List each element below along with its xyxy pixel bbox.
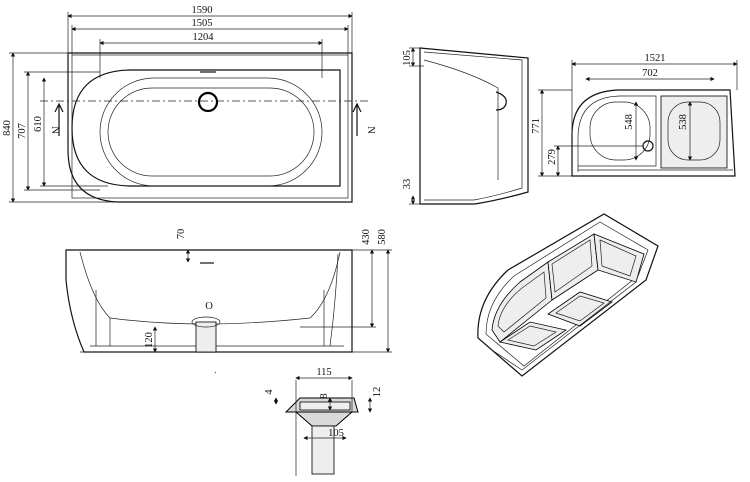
iso-frame-center-inner	[551, 239, 593, 293]
dim-548: 548	[624, 114, 635, 130]
side-shell-curve	[423, 59, 499, 180]
dim-8: 8	[319, 393, 330, 398]
side-outer-outline	[419, 47, 529, 205]
top-view: 1590 1505 1204 840 707 610 N N	[2, 5, 376, 203]
dim-1521: 1521	[645, 53, 666, 64]
plan2-left-frame	[577, 95, 657, 172]
dim-1590: 1590	[192, 5, 213, 16]
side-overflow	[495, 91, 507, 111]
iso-frame-right-inner	[599, 239, 637, 277]
isometric-view	[477, 213, 659, 377]
tub-rim	[71, 54, 349, 199]
dim-610: 610	[33, 116, 44, 132]
dim-105-side: 105	[402, 50, 413, 66]
dim-771: 771	[531, 118, 542, 134]
tub-outer-outline	[67, 52, 353, 203]
dim-580: 580	[377, 229, 388, 245]
iso-panel-bottom-left	[498, 321, 568, 351]
dim-1204: 1204	[193, 32, 215, 43]
front-drain-top	[191, 316, 221, 328]
section-arrow-right-icon	[352, 102, 362, 136]
side-inner-outline	[423, 51, 523, 201]
iso-panel-bottom-left-inner	[507, 325, 557, 347]
stray-mark	[214, 371, 217, 374]
front-supports	[95, 253, 339, 347]
dim-702: 702	[642, 68, 658, 79]
dim-105-detail: 105	[328, 428, 344, 439]
iso-base-edge	[491, 281, 637, 371]
section-arrow-left-icon	[54, 102, 64, 136]
iso-frame-left-inner	[497, 271, 547, 333]
dim-1505: 1505	[192, 18, 213, 29]
drain-icon	[197, 91, 219, 113]
section-marker-right: N	[365, 126, 376, 134]
dim-70: 70	[176, 229, 187, 240]
iso-rim	[485, 221, 649, 367]
iso-panel-bottom-right-inner	[555, 295, 605, 322]
front-drain-pipe	[195, 321, 217, 353]
dim-120: 120	[144, 332, 155, 348]
detail-view: 115 4 8 12 105	[264, 367, 383, 476]
basin-inner	[107, 87, 315, 177]
side-view: 105 33	[402, 47, 529, 205]
dim-538: 538	[678, 114, 689, 130]
front-drain-marker: O	[205, 301, 213, 312]
dim-115: 115	[316, 367, 331, 378]
iso-outer-shell	[477, 213, 659, 377]
plan2-drain-icon	[642, 140, 654, 152]
plan2-right-frame	[660, 95, 728, 169]
plan2-left-basin	[589, 101, 651, 161]
basin-outer	[99, 77, 323, 187]
detail-inset	[299, 401, 351, 411]
section-marker-left: N	[49, 126, 60, 134]
dim-707: 707	[17, 123, 28, 139]
detail-lip	[294, 411, 354, 427]
plan2-right-basin	[667, 101, 721, 161]
dim-279: 279	[547, 149, 558, 165]
dim-4: 4	[264, 389, 275, 395]
dim-840: 840	[2, 120, 13, 136]
dim-33: 33	[402, 179, 413, 190]
top-right-view: 1521 702 771 548 538 279	[531, 53, 738, 177]
dim-12: 12	[372, 387, 383, 398]
front-view: O 70 430 580 120	[65, 229, 392, 353]
dim-430: 430	[361, 229, 372, 245]
shell-outline	[71, 69, 341, 187]
